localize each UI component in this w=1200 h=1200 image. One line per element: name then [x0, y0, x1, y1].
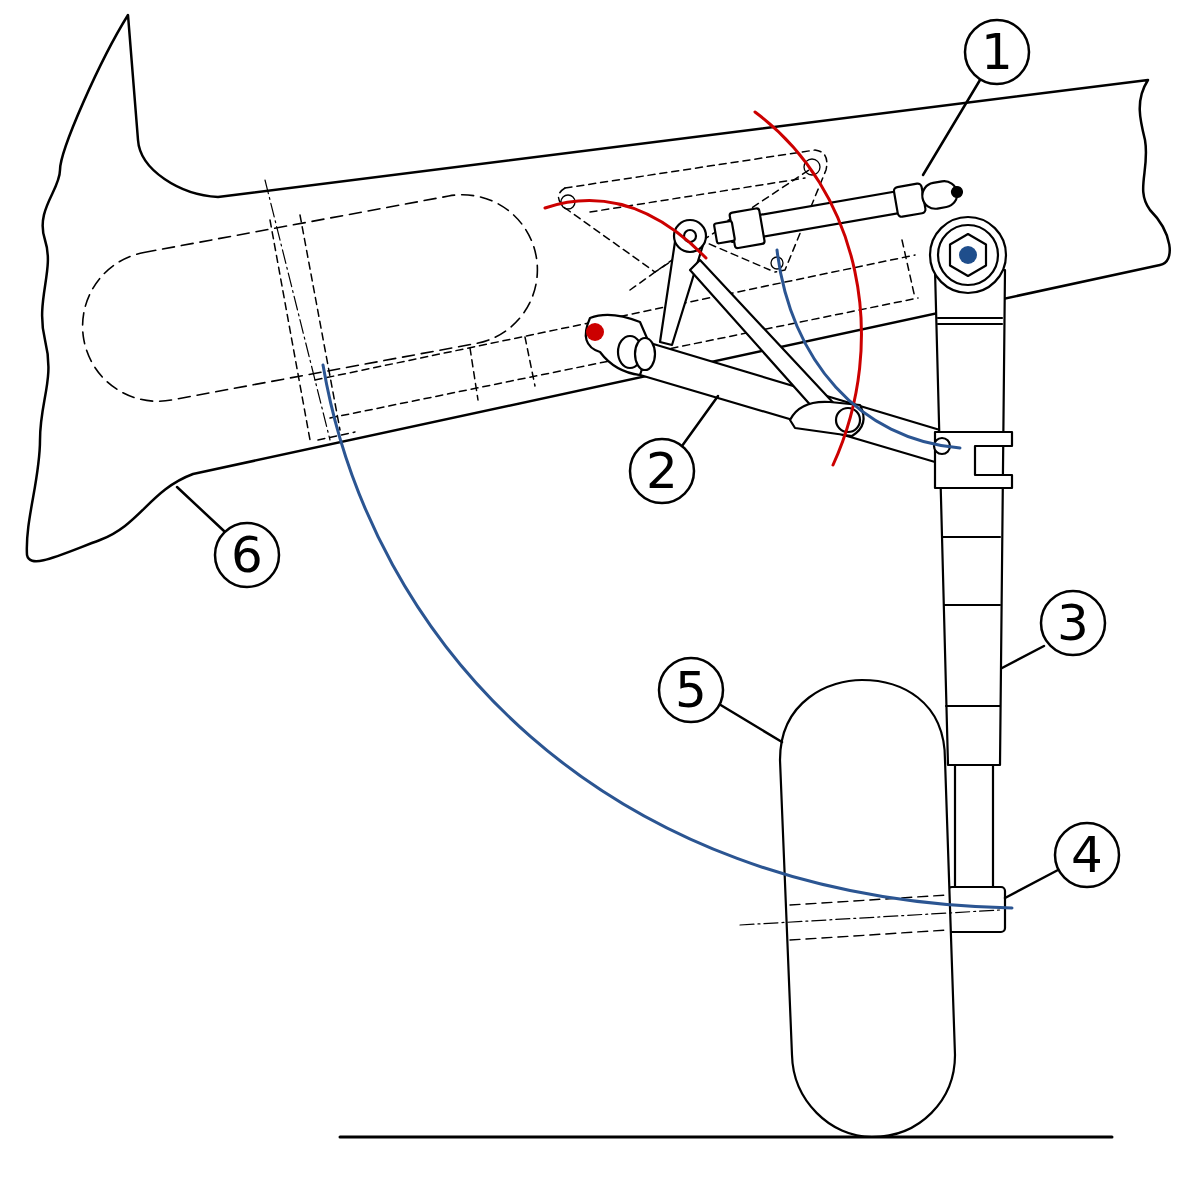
- wheel: [780, 680, 955, 1137]
- pivot-dot: [586, 323, 604, 341]
- motion-arc: [545, 201, 706, 258]
- leader-line: [177, 80, 1058, 898]
- callout-circle: [215, 20, 1119, 887]
- callout-number: 5: [675, 665, 707, 715]
- hidden-structure: [270, 150, 918, 440]
- callout-number: 3: [1057, 598, 1089, 648]
- motion-arc: [755, 112, 861, 465]
- axle-centerline: [740, 910, 1000, 925]
- motion-arc: [323, 365, 1012, 908]
- callout-number: 2: [646, 446, 678, 496]
- motion-arc: [777, 250, 960, 448]
- center-line: [265, 180, 330, 440]
- callout-number: 1: [981, 27, 1013, 77]
- callout-number: 4: [1071, 830, 1103, 880]
- callout-number: 6: [231, 530, 263, 580]
- retraction-actuator: [713, 173, 965, 251]
- hidden-tank: [70, 182, 550, 413]
- ground-line: [340, 1136, 1112, 1139]
